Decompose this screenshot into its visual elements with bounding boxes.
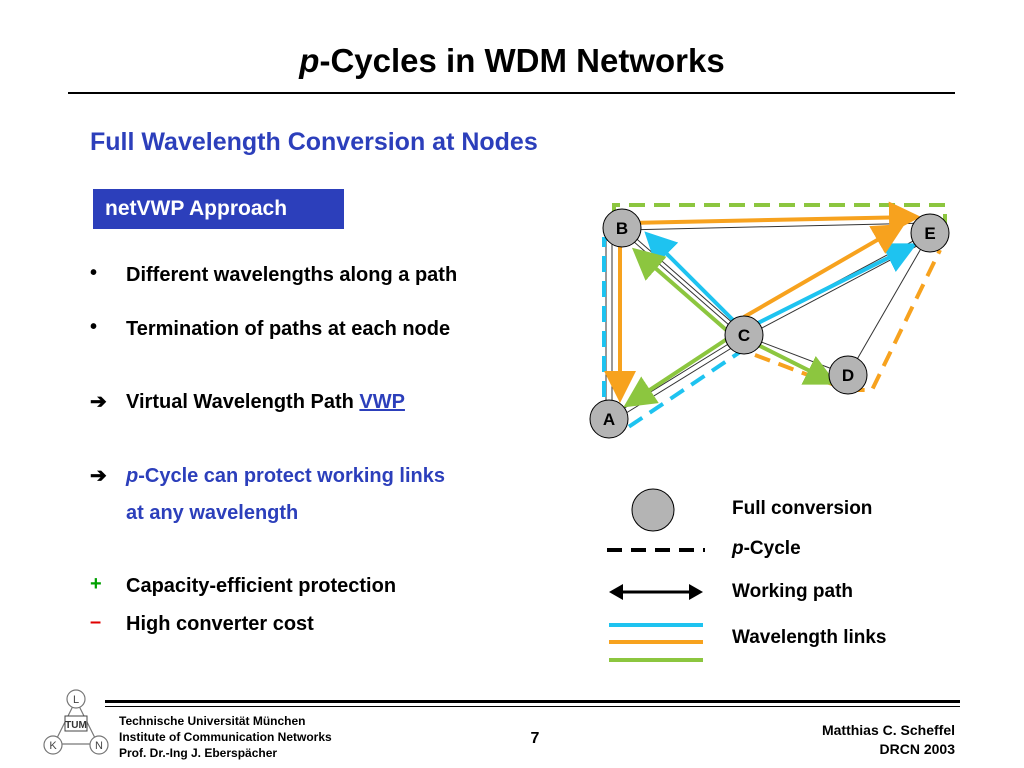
lkn-logo: L K N TUM [43, 689, 109, 755]
approach-badge: netVWP Approach [93, 189, 344, 229]
physical-links [605, 216, 933, 424]
logo-letter-k: K [49, 740, 57, 752]
title-rest: -Cycles in WDM Networks [319, 42, 725, 79]
institution-line2: Institute of Communication Networks [119, 730, 332, 744]
venue-name: DRCN 2003 [879, 741, 955, 757]
footer-divider [105, 700, 960, 703]
full-conversion-icon [631, 488, 675, 532]
institution-line1: Technische Universität München [119, 714, 306, 728]
slide-title: p-Cycles in WDM Networks [0, 38, 1024, 84]
pcycle-italic: p [126, 465, 139, 487]
logo-letter-l: L [73, 694, 79, 706]
p-cycle-cyan [602, 237, 745, 432]
legend-full-conversion: Full conversion [732, 498, 873, 519]
pcycle-line1: p-Cycle can protect working links [126, 463, 445, 489]
vwp-text: Virtual Wavelength Path [126, 391, 354, 413]
arrow-right-icon: ➔ [90, 391, 107, 413]
wl-green-c-a [623, 335, 732, 408]
arrow-right-icon: ➔ [90, 465, 107, 487]
bullet-text: Different wavelengths along a path [126, 264, 458, 286]
wl-orange-c-e [742, 223, 905, 319]
node-c: C [724, 315, 764, 355]
node-a: A [589, 399, 629, 439]
legend-wavelength-links: Wavelength links [732, 627, 887, 648]
pcycle-text1: -Cycle can protect working links [138, 465, 445, 487]
logo-letter-n: N [95, 740, 103, 752]
plus-icon: + [90, 573, 102, 595]
title-divider [68, 92, 955, 94]
node-label: B [616, 219, 628, 238]
legend-p-cycle: p-Cycle [732, 538, 801, 560]
wl-cyan-c-e [749, 243, 918, 329]
legend-p-rest: -Cycle [743, 538, 801, 559]
wl-orange-b-e [627, 201, 921, 234]
node-b: B [602, 208, 642, 248]
node-label: A [603, 410, 615, 429]
wl-green-c-d [757, 343, 838, 385]
institution-line3: Prof. Dr.-Ing J. Eberspächer [119, 746, 278, 760]
logo-tum-mark: TUM [65, 720, 87, 731]
footer-divider-thin [105, 706, 960, 707]
page-number: 7 [530, 730, 540, 747]
title-italic-p: p [299, 42, 320, 79]
legend-working-path: Working path [732, 581, 854, 602]
vwp-link[interactable]: VWP [359, 391, 405, 413]
node-label: E [924, 224, 935, 243]
con-text: High converter cost [126, 613, 314, 635]
bullet-marker: • [90, 262, 98, 284]
bullet-marker: • [90, 316, 98, 338]
wl-green-c-b [631, 247, 734, 337]
diagram-legend: Full conversion p-Cycle Working path Wav… [595, 488, 925, 678]
pro-text: Capacity-efficient protection [126, 575, 397, 597]
network-diagram: B E C D A [589, 201, 950, 439]
slide-subtitle: Full Wavelength Conversion at Nodes [90, 128, 538, 156]
node-d: D [828, 355, 868, 395]
author-name: Matthias C. Scheffel [821, 722, 955, 738]
legend-symbols [607, 488, 705, 662]
footer-author-block: Matthias C. Scheffel DRCN 2003 [700, 721, 955, 759]
pcycle-line2: at any wavelength [126, 502, 299, 524]
bullet-text: Termination of paths at each node [126, 318, 451, 340]
minus-icon: – [90, 611, 102, 633]
node-label: C [738, 326, 750, 345]
footer-institution: Technische Universität München Institute… [119, 713, 332, 761]
node-e: E [910, 213, 950, 253]
legend-p-italic: p [732, 538, 744, 559]
wl-cyan-c-b [644, 231, 740, 327]
arrow-item-text: Virtual Wavelength Path VWP [126, 389, 405, 415]
node-label: D [842, 366, 854, 385]
p-cycle-green [612, 203, 947, 223]
